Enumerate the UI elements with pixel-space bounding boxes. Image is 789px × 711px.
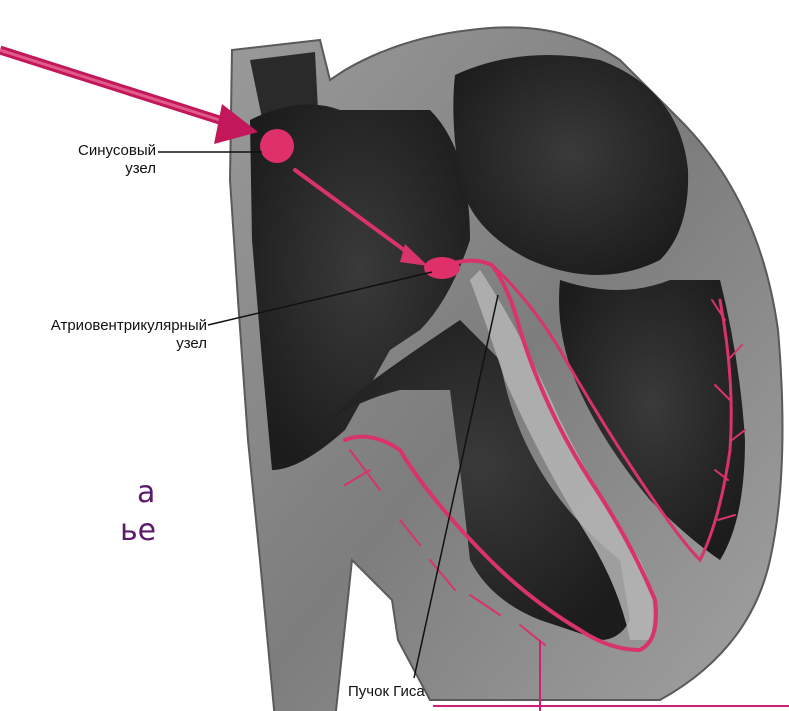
av-node-marker	[424, 257, 460, 279]
his-bundle-label: Пучок Гиса	[348, 683, 425, 701]
pointer-arrow	[0, 50, 258, 144]
slide-text-fragment-2: ье	[120, 512, 156, 550]
sinus-node-label-line1: Синусовый	[40, 142, 156, 160]
sinus-node-marker	[260, 129, 294, 163]
sinus-node-label: Синусовый узел	[40, 142, 156, 178]
av-node-label-line2: узел	[20, 335, 207, 353]
sinus-node-label-line2: узел	[40, 160, 156, 178]
av-node-label: Атриовентрикулярный узел	[20, 317, 207, 353]
slide-text-fragment-1: а	[137, 474, 155, 512]
av-node-label-line1: Атриовентрикулярный	[20, 317, 207, 335]
